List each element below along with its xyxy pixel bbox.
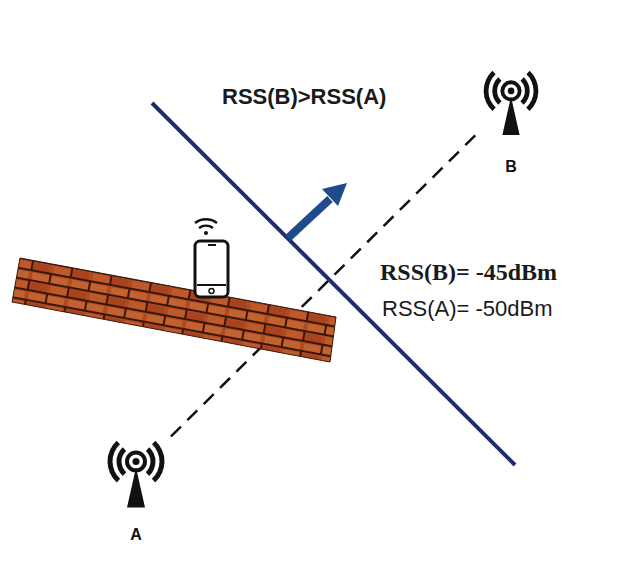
antenna-label: B [505,158,517,176]
rss-value: RSS(A)= -50dBm [382,296,553,322]
antenna-node: B [476,64,546,136]
antenna-icon [101,432,171,510]
antenna-node: A [101,432,171,510]
rss-value: RSS(B)= -45dBm [380,259,557,286]
antenna-label: A [130,526,142,544]
rule-label: RSS(B)>RSS(A) [222,84,386,110]
phone-icon [195,219,228,297]
brick-wall [12,258,336,362]
signal-path [171,135,476,437]
direction-arrow [288,183,347,238]
antenna-icon [476,64,546,136]
